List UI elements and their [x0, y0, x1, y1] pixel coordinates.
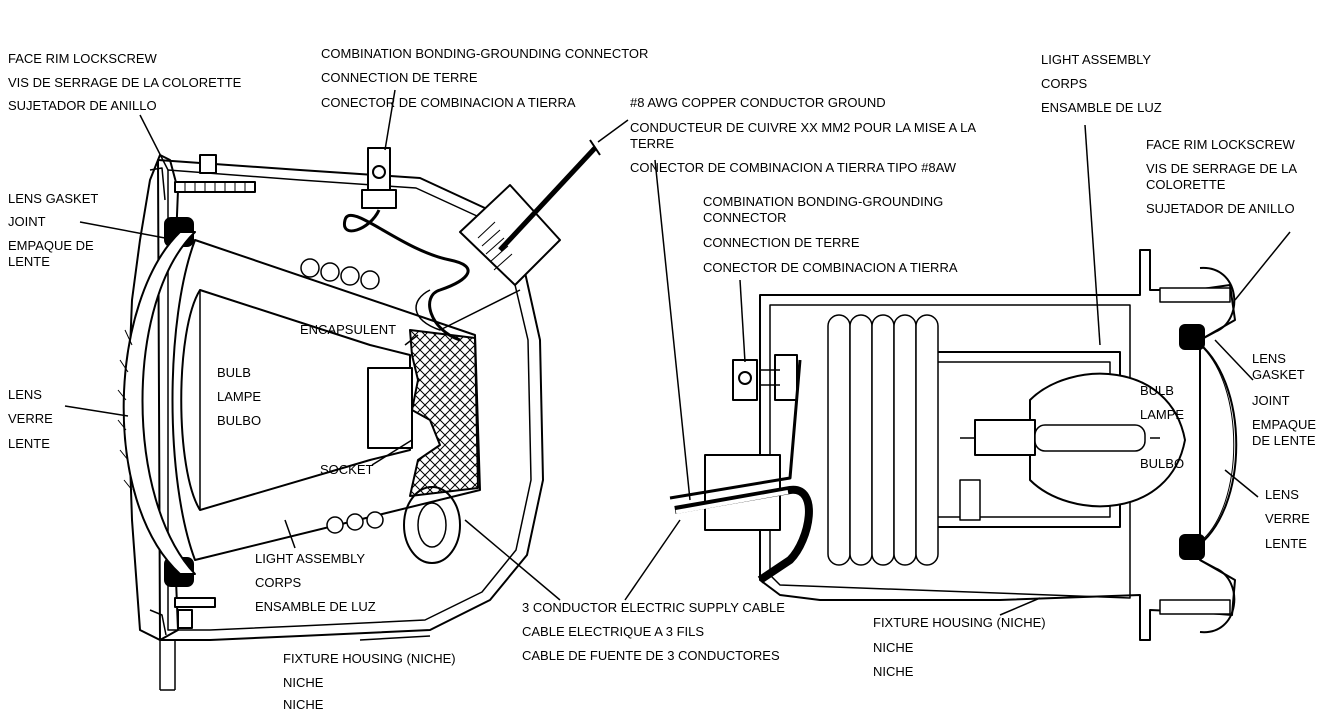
left-lens-gasket-label-en: LENS GASKET [8, 191, 99, 206]
right-light-assembly-label-es: ENSAMBLE DE LUZ [1041, 100, 1162, 115]
right-bonding-connector-label-fr: CONNECTION DE TERRE [703, 235, 860, 250]
left-encapsulent-label: ENCAPSULENT [300, 322, 397, 337]
right-supply-cable [674, 485, 813, 584]
left-ground-wire [498, 146, 597, 252]
left-lens-label-es: LENTE [8, 436, 50, 451]
right-bulb-label-fr: LAMPE [1140, 407, 1185, 422]
right-fixture-housing-label-en: FIXTURE HOUSING (NICHE) [873, 615, 1046, 630]
left-cable-coils-top [300, 258, 380, 290]
right-bonding-connector-label-es: CONECTOR DE COMBINACION A TIERRA [703, 260, 958, 275]
left-light-assembly-label-fr: CORPS [255, 575, 302, 590]
right-bulb-label-en: BULB [1140, 383, 1174, 398]
left-bulb-label-fr: LAMPE [217, 389, 262, 404]
left-lens-label-en: LENS [8, 387, 42, 402]
right-bonding-connector-label-en: COMBINATION BONDING-GROUNDING CONNECTOR [703, 194, 944, 225]
left-bonding-connector-label-en: COMBINATION BONDING-GROUNDING CONNECTOR [321, 46, 649, 61]
left-fixture-housing-label-es: NICHE [283, 697, 324, 712]
left-bulb-label-es: BULBO [217, 413, 262, 428]
left-niche-housing [157, 159, 544, 641]
right-light-assembly-label-en: LIGHT ASSEMBLY [1041, 52, 1152, 67]
right-bonding-connector [732, 359, 758, 401]
left-cable-coils-bottom [326, 511, 384, 534]
supply-cable-label-fr: CABLE ELECTRIQUE A 3 FILS [522, 624, 705, 639]
left-fixture-housing-label-en: FIXTURE HOUSING (NICHE) [283, 651, 456, 666]
right-light-assembly-label-fr: CORPS [1041, 76, 1088, 91]
right-lens-label-en: LENS [1265, 487, 1299, 502]
left-supply-cable-loop [403, 486, 461, 564]
right-lens-label-fr: VERRE [1265, 511, 1310, 526]
right-fixture-drawing [669, 249, 1238, 641]
right-face-rim-lockscrew-label-en: FACE RIM LOCKSCREW [1146, 137, 1295, 152]
left-bonding-connector-label-es: CONECTOR DE COMBINACION A TIERRA [321, 95, 576, 110]
left-light-assembly [171, 239, 481, 561]
ground-conductor-label-en: #8 AWG COPPER CONDUCTOR GROUND [630, 95, 886, 110]
right-ground-wire [669, 359, 802, 500]
left-bonding-wire [343, 209, 470, 342]
left-fixture-housing-label-fr: NICHE [283, 675, 324, 690]
left-fixture-drawing [117, 139, 601, 691]
left-bulb [180, 289, 411, 511]
right-lens-gasket-label-fr: JOINT [1252, 393, 1290, 408]
left-niche-housing-inner [167, 169, 532, 631]
ground-conductor-label-fr: CONDUCTEUR DE CUIVRE XX MM2 POUR LA MISE… [630, 120, 976, 151]
right-face-rim-lockscrew-label-es: SUJETADOR DE ANILLO [1146, 201, 1295, 216]
supply-cable-label-en: 3 CONDUCTOR ELECTRIC SUPPLY CABLE [522, 600, 785, 615]
left-socket-label: SOCKET [320, 462, 374, 477]
left-encapsulent [409, 329, 479, 497]
ground-conductor-label-es: CONECTOR DE COMBINACION A TIERRA TIPO #8… [630, 160, 957, 175]
right-fixture-housing-label-es: NICHE [873, 664, 914, 679]
left-lens-gasket-label-es: EMPAQUE DE LENTE [8, 238, 94, 269]
left-light-assembly-label-en: LIGHT ASSEMBLY [255, 551, 366, 566]
right-gasket-bottom [1179, 534, 1205, 560]
right-lens-gasket-label-en: LENS GASKET [1252, 351, 1305, 382]
right-fixture-housing-label-fr: NICHE [873, 640, 914, 655]
right-bulb-label-es: BULBO [1140, 456, 1185, 471]
left-face-rim-lockscrew-label-es: SUJETADOR DE ANILLO [8, 98, 157, 113]
left-bonding-connector [367, 147, 391, 191]
right-cable-coils [827, 314, 939, 566]
right-leader-lines [597, 119, 1291, 616]
left-face-rim-lockscrew-label-fr: VIS DE SERRAGE DE LA COLORETTE [8, 75, 242, 90]
left-lens-gasket-label-fr: JOINT [8, 214, 46, 229]
left-face-rim-lockscrew-label-en: FACE RIM LOCKSCREW [8, 51, 157, 66]
left-lens-label-fr: VERRE [8, 411, 53, 426]
left-light-assembly-label-es: ENSAMBLE DE LUZ [255, 599, 376, 614]
right-lens-label-es: LENTE [1265, 536, 1307, 551]
left-leader-lines [64, 89, 561, 641]
left-bulb-label-en: BULB [217, 365, 251, 380]
right-lens [1194, 339, 1238, 549]
supply-cable-label-es: CABLE DE FUENTE DE 3 CONDUCTORES [522, 648, 780, 663]
right-face-rim [1199, 266, 1236, 634]
right-face-rim-lockscrew-label-fr: VIS DE SERRAGE DE LA COLORETTE [1146, 161, 1297, 192]
right-lens-gasket-label-es: EMPAQUE DE LENTE [1252, 417, 1317, 448]
left-bonding-connector-label-fr: CONNECTION DE TERRE [321, 70, 478, 85]
left-lens [122, 231, 196, 575]
